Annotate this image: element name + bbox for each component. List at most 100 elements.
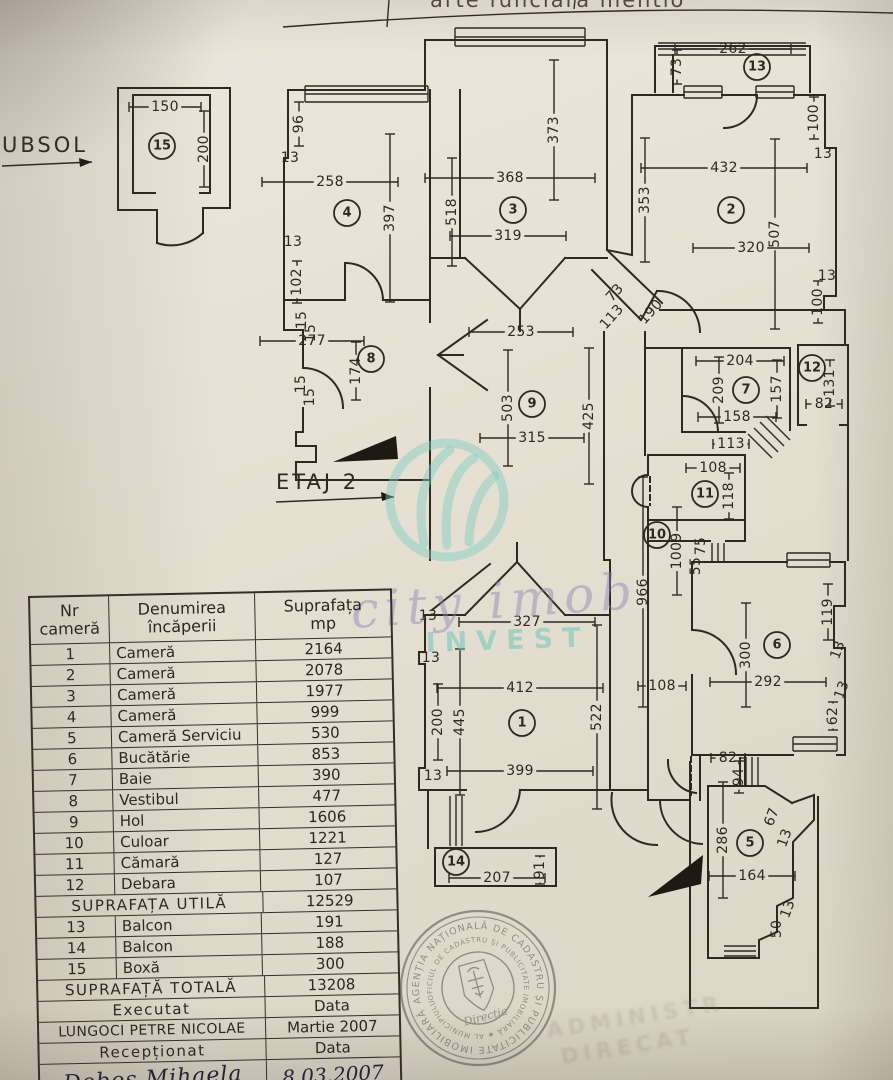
table-cell: 1977 xyxy=(255,679,393,703)
dimension: 320 xyxy=(692,240,810,256)
table-cell: Debara xyxy=(113,871,261,895)
dimension: 100 xyxy=(810,280,826,324)
room-number: 8 xyxy=(357,345,385,373)
dimension-label: 13 xyxy=(281,150,299,166)
dimension: 82 xyxy=(805,396,843,412)
table-cell: 15 xyxy=(67,959,87,979)
room-number: 7 xyxy=(732,376,760,404)
dimension: 15 xyxy=(294,311,310,329)
dimension-label: 412 xyxy=(506,680,534,696)
dimension: 15 xyxy=(293,375,309,393)
room-number-label: 7 xyxy=(741,383,750,398)
table-cell: 390 xyxy=(257,763,395,787)
dimension-label: 119 xyxy=(820,598,836,626)
dimension: 207 xyxy=(448,870,546,886)
dimension: 15 xyxy=(303,324,319,342)
dimension: 13 xyxy=(774,827,795,850)
room-number: 1 xyxy=(508,709,536,737)
table-cell: 477 xyxy=(258,784,395,808)
dimension-label: 13 xyxy=(774,827,795,850)
dimension-label: 507 xyxy=(767,220,783,248)
dimension-label: 13 xyxy=(818,268,836,284)
table-cell: 14 xyxy=(66,938,87,958)
dimension-label: 13 xyxy=(814,146,832,162)
table-cell: 530 xyxy=(256,721,394,745)
dimension-label: 102 xyxy=(289,268,305,296)
dimension: 82 xyxy=(710,750,746,766)
useful-area-value: 12529 xyxy=(261,889,397,913)
dimension: 258 xyxy=(261,174,399,190)
table-cell: Bucătărie xyxy=(111,745,258,769)
dimension-label: 15 xyxy=(302,388,318,406)
received-date-label: Data xyxy=(264,1036,400,1060)
dimension-label: 118 xyxy=(721,482,737,510)
floor-plan-walls xyxy=(117,0,893,1009)
dimension: 50 xyxy=(769,920,785,938)
table-cell: Cameră Serviciu xyxy=(110,724,258,748)
table-cell: 12 xyxy=(65,875,85,895)
table-cell: Balcon xyxy=(114,913,262,937)
dimension: 13 xyxy=(424,768,442,784)
table-cell: Cameră xyxy=(109,640,256,664)
dimension: 91 xyxy=(532,855,548,885)
dimension: 13 xyxy=(827,639,848,662)
room-number: 11 xyxy=(691,480,719,508)
room-number-label: 9 xyxy=(527,397,536,412)
dimension-label: 368 xyxy=(496,170,524,186)
table-cell: 107 xyxy=(259,868,397,892)
dimension-label: 425 xyxy=(581,402,597,430)
room-number-label: 3 xyxy=(508,203,517,218)
table-cell: Balcon xyxy=(115,934,262,958)
table-cell: Cameră xyxy=(109,661,256,685)
header-nr: Nr cameră xyxy=(39,600,101,639)
room-number: 10 xyxy=(643,521,671,549)
dimension-label: 286 xyxy=(715,826,731,854)
room-number-label: 6 xyxy=(772,638,781,653)
table-cell: 2078 xyxy=(255,658,392,682)
room-number: 15 xyxy=(148,132,176,160)
north-arrows xyxy=(333,436,703,897)
dimension: 432 xyxy=(640,160,808,176)
received-date-handwritten: 8.03.2007 xyxy=(265,1057,401,1080)
annotation-arrows xyxy=(1,158,395,503)
dimension-label: 157 xyxy=(769,375,785,403)
dimension-label: 522 xyxy=(589,703,605,731)
dimension-label: 397 xyxy=(382,204,398,232)
room-number: 9 xyxy=(518,390,546,418)
dimension: 164 xyxy=(708,868,796,884)
dimension-label: 15 xyxy=(303,324,319,342)
dimension: 397 xyxy=(382,133,398,303)
dimension-label: 503 xyxy=(500,394,516,422)
dimension-label: 13 xyxy=(422,650,440,666)
dimension-label: 258 xyxy=(316,174,344,190)
room-number-label: 10 xyxy=(648,528,666,543)
room-number: 14 xyxy=(442,848,470,876)
dimension: 425 xyxy=(581,347,597,485)
watermark-circle-icon xyxy=(385,438,509,562)
table-cell: 853 xyxy=(257,742,394,766)
dimension-label: 1009 xyxy=(669,533,685,570)
dimension-label: 253 xyxy=(507,324,535,340)
dimension: 113 xyxy=(597,301,627,332)
dimension: 315 xyxy=(479,430,585,446)
dimension-label: 190 xyxy=(636,296,666,327)
room-number: 3 xyxy=(499,196,527,224)
dimension: 158 xyxy=(697,409,777,425)
area-table: Nr cameră Denumirea încăperii Suprafața … xyxy=(28,588,403,1080)
table-cell: Hol xyxy=(112,808,259,832)
room-number-label: 14 xyxy=(447,855,465,870)
dimension: 62 xyxy=(825,701,841,731)
dimension: 190 xyxy=(636,296,666,327)
dimension-label: 82 xyxy=(719,750,737,766)
dimension: 13 xyxy=(818,268,836,284)
dimension: 118 xyxy=(721,472,737,520)
dimension: 15 xyxy=(302,388,318,406)
table-cell: 6 xyxy=(67,750,78,769)
dimension: 119 xyxy=(820,583,836,641)
room-number-label: 8 xyxy=(366,352,375,367)
dimension-label: 174 xyxy=(348,357,364,385)
dimension: 200 xyxy=(430,683,446,761)
dimension-label: 100 xyxy=(810,288,826,316)
dimension: 253 xyxy=(468,324,574,340)
